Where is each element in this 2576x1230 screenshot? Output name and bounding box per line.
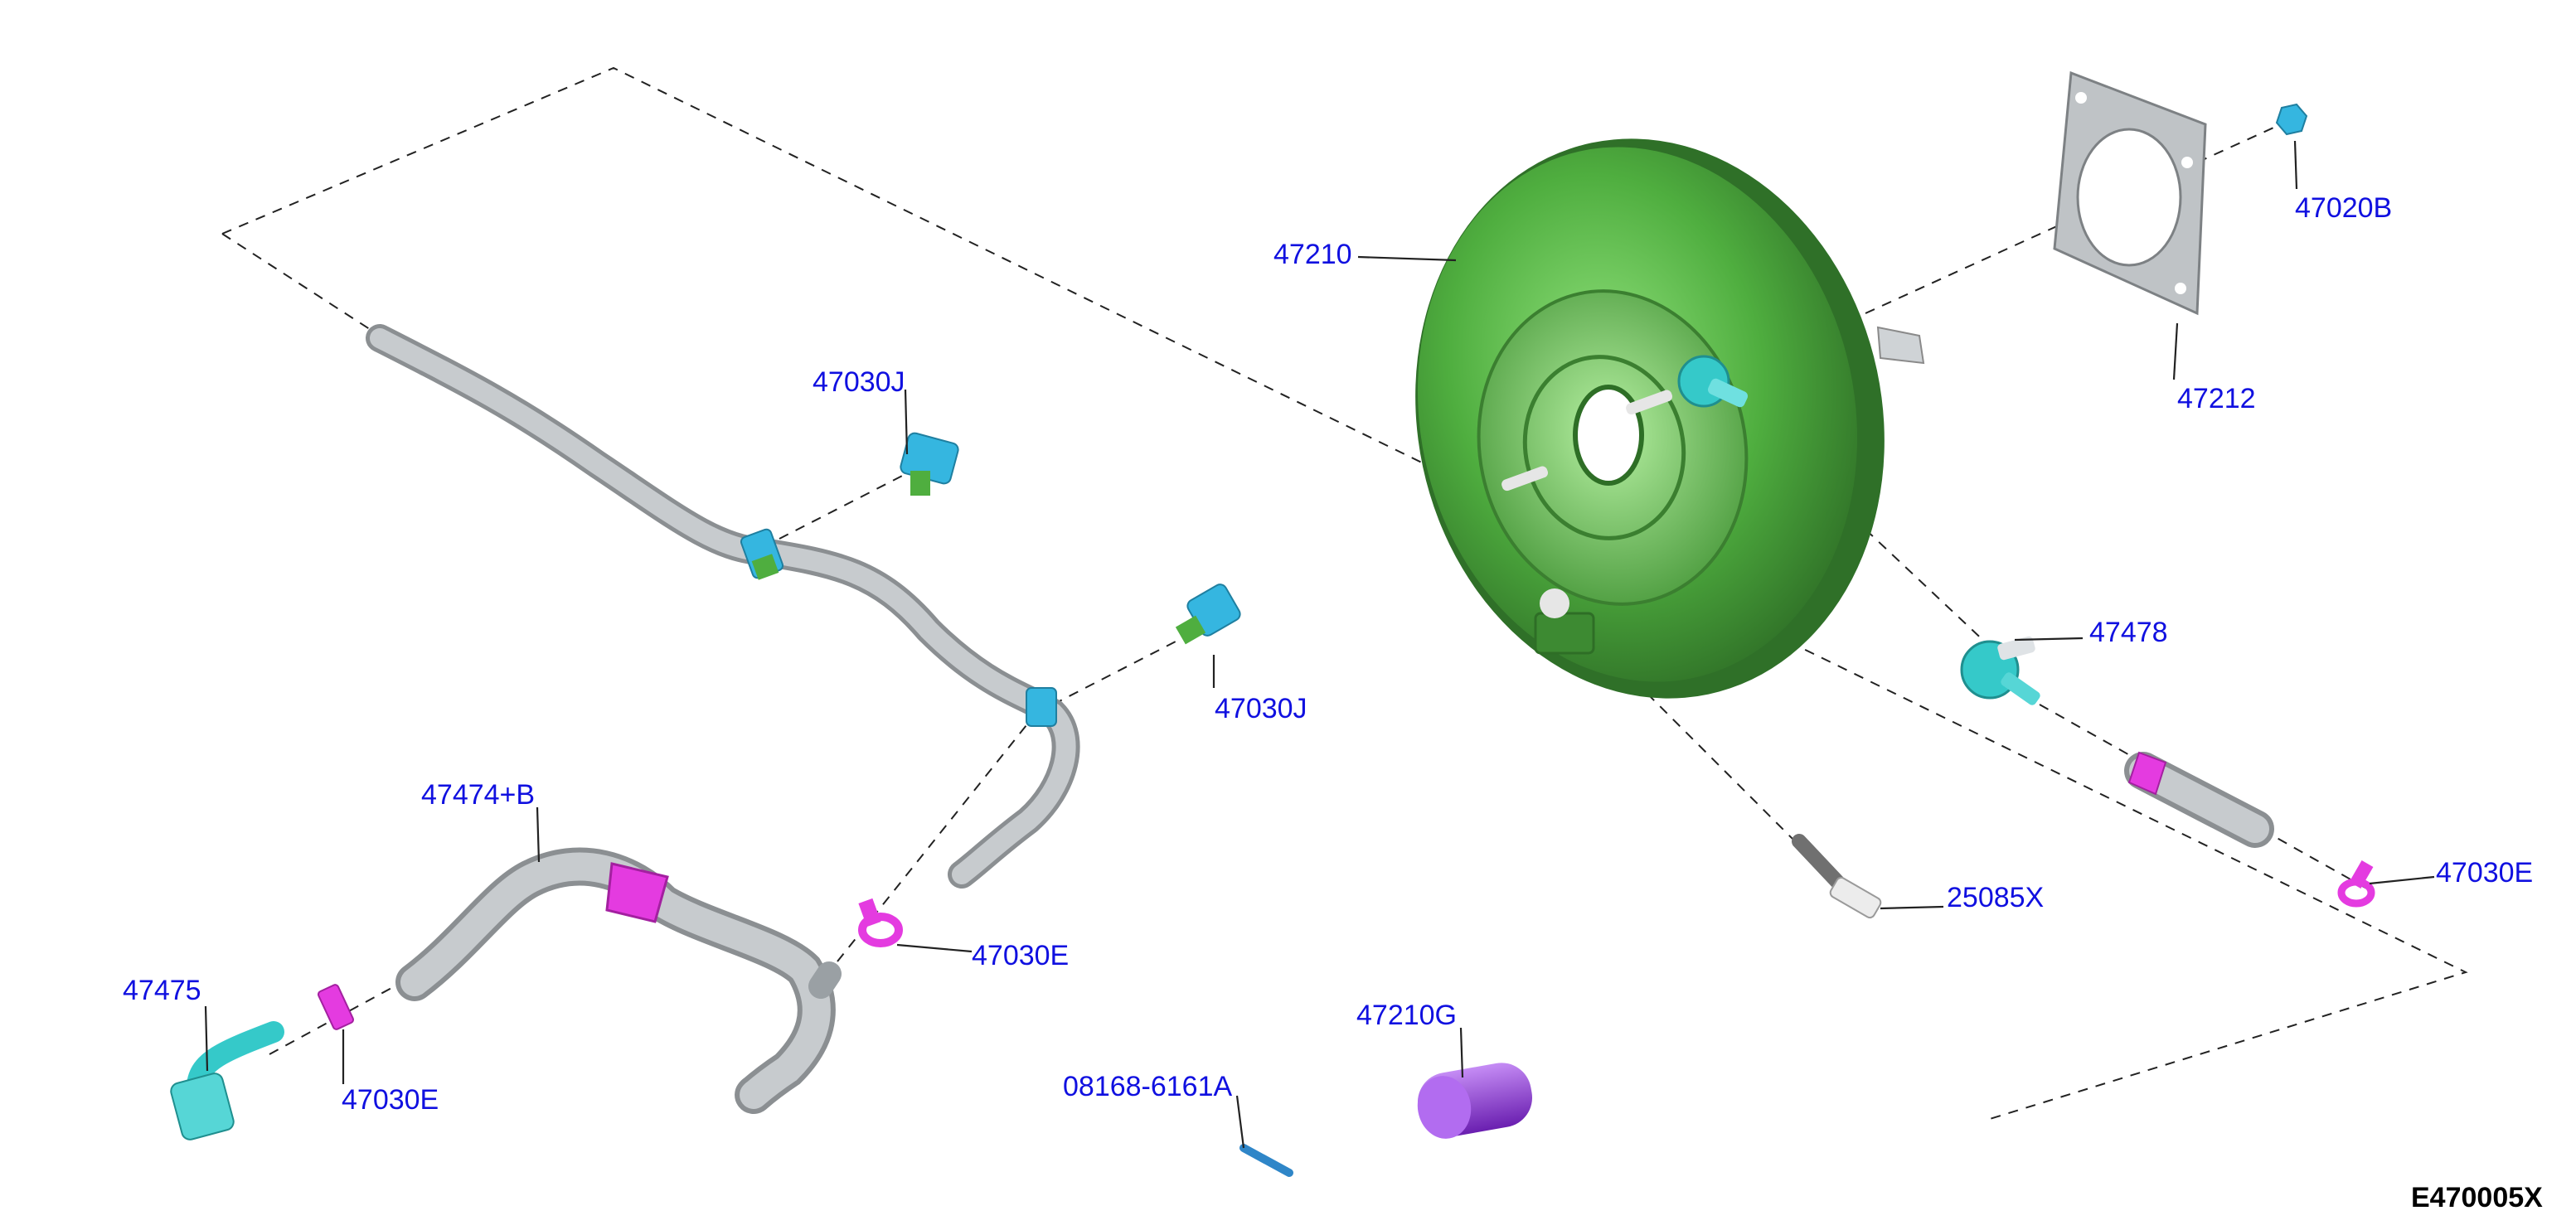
- callout-47030j-mid: 47030J: [1215, 693, 1307, 724]
- leader-lines: [204, 140, 2435, 1149]
- short-vacuum-hose: [2124, 751, 2274, 848]
- hose-clip-upper: [740, 528, 784, 580]
- clip-47030j-top: [900, 432, 959, 496]
- check-valve-on-booster: [1677, 355, 1749, 408]
- hose-clamp-right: [2337, 860, 2375, 908]
- callout-47030e-right: 47030E: [2436, 857, 2533, 889]
- callout-47210: 47210: [1273, 239, 1352, 270]
- main-vacuum-hose: [366, 324, 1080, 889]
- callout-47030e-mid: 47030E: [972, 940, 1069, 971]
- callout-47030j-top: 47030J: [813, 366, 905, 398]
- check-valve: [1960, 636, 2040, 705]
- assembly-boundary-left: [221, 233, 378, 335]
- brake-booster: [1415, 138, 1925, 699]
- callout-47020b: 47020B: [2295, 192, 2392, 224]
- figure-id: E470005X: [2411, 1182, 2543, 1213]
- bolt: [1239, 1144, 1293, 1177]
- lower-vacuum-hose: [395, 847, 842, 1114]
- hose-clip-lower: [1026, 687, 1057, 727]
- clip-47030j-mid: [1175, 584, 1241, 645]
- callout-47212: 47212: [2177, 383, 2256, 414]
- hose-clamp-left: [317, 984, 355, 1030]
- callout-47210g: 47210G: [1356, 1000, 1457, 1031]
- pressure-sensor: [1792, 834, 1882, 919]
- callout-47478: 47478: [2089, 617, 2168, 648]
- booster-nut: [2275, 103, 2308, 136]
- callout-25085x: 25085X: [1947, 882, 2044, 913]
- hose-clamp-mid: [858, 898, 903, 947]
- callout-08168-6161a: 08168-6161A: [1063, 1071, 1233, 1102]
- booster-gasket: [2053, 70, 2207, 316]
- callout-47030e-left: 47030E: [342, 1084, 439, 1116]
- hose-connector: [170, 1021, 284, 1140]
- callout-47475: 47475: [123, 975, 201, 1006]
- air-filter: [1417, 1063, 1533, 1139]
- callout-47474-b: 47474+B: [421, 779, 535, 811]
